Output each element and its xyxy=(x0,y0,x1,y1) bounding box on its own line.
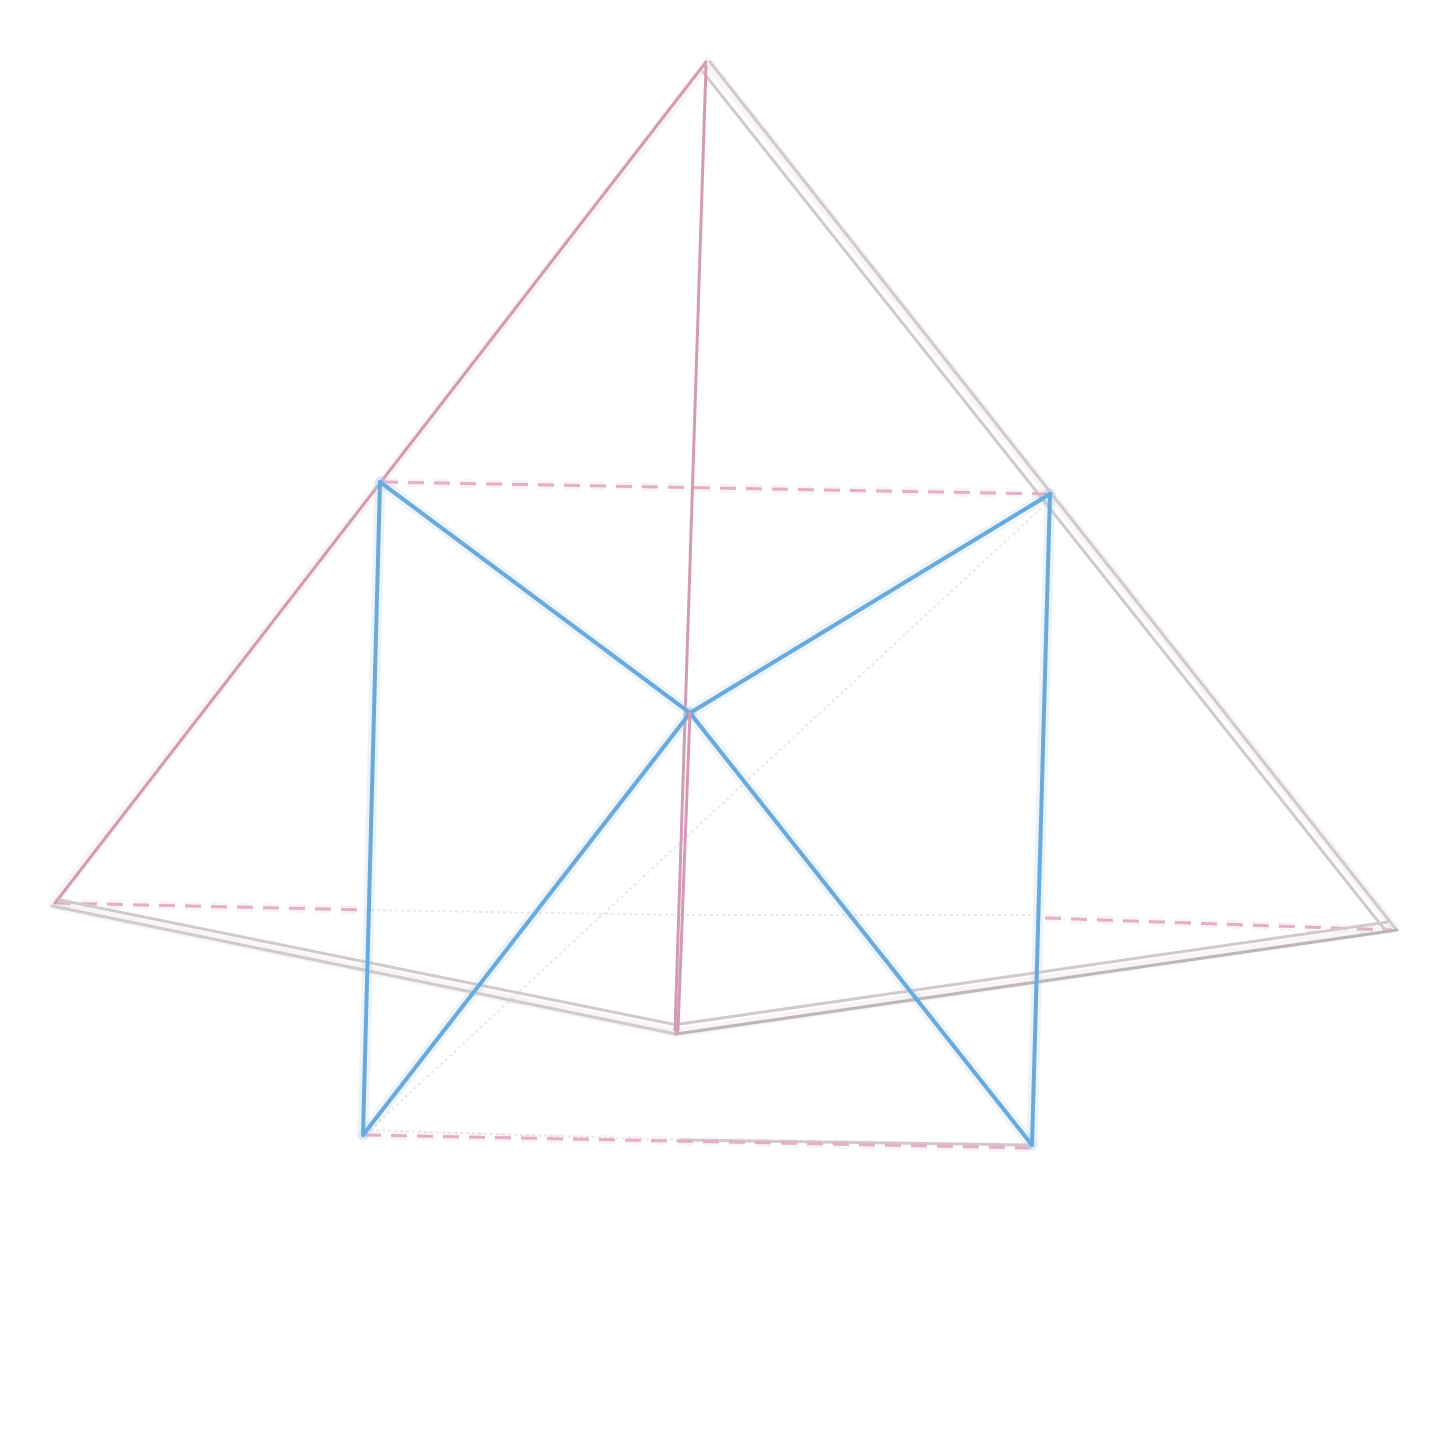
vertical-axis-edge xyxy=(673,64,708,1032)
diag-tr-center xyxy=(688,492,1052,715)
faint-line xyxy=(364,909,681,916)
vertical-axis-front xyxy=(676,711,692,1032)
inner-square xyxy=(357,476,1056,1151)
vertical-axis-lower-tail xyxy=(674,1028,680,1036)
faint-construction-lines xyxy=(364,499,1051,1141)
diag-tl-center xyxy=(378,480,692,715)
faint-line xyxy=(369,499,1051,1131)
diag-bl-center xyxy=(361,711,692,1137)
hidden-edge-back-right xyxy=(1044,916,1393,932)
hidden-edge-back-left xyxy=(54,901,371,912)
inner-right-edge xyxy=(1030,492,1052,1147)
outer-hidden-edges xyxy=(54,898,1393,935)
edge-bottom-left xyxy=(50,904,678,1036)
faint-line xyxy=(369,1129,681,1141)
edge-top-right-inner xyxy=(701,70,1387,932)
inner-bottom-edge xyxy=(364,1133,1033,1150)
inner-top-edge-glow xyxy=(381,477,1051,499)
inner-top-dashed xyxy=(364,477,1051,1153)
edge-top-right xyxy=(708,60,1397,930)
diag-br-center xyxy=(688,711,1034,1147)
edge-bottom-right-inner xyxy=(678,920,1390,1026)
inner-left-edge xyxy=(361,480,382,1137)
outer-silhouette-glow xyxy=(47,57,1400,1038)
inner-top-edge xyxy=(381,480,1051,496)
outer-visible-edges xyxy=(47,57,1400,1147)
